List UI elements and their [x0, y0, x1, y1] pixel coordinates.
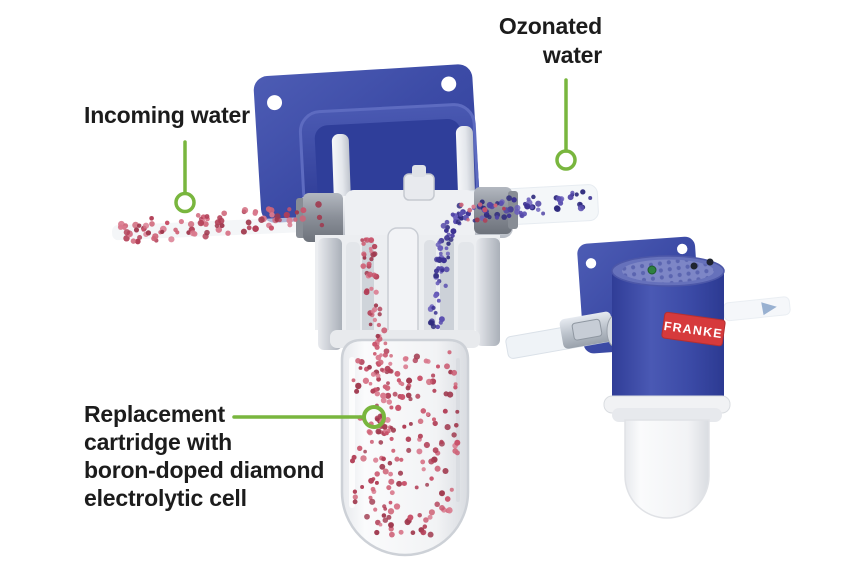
incoming-pipe — [112, 216, 314, 241]
ozonated-water-label-line: water — [542, 42, 602, 68]
small-outlet-pipe — [723, 296, 791, 322]
ozonated-callout-marker — [555, 149, 577, 171]
mounting-hole — [441, 76, 457, 92]
small-inlet-pipe — [505, 311, 615, 359]
ozone-generator-unit: FRANKE — [505, 236, 791, 519]
ozonated-water-label-line: Ozonated — [498, 13, 602, 39]
incoming-water-particles — [117, 201, 325, 245]
small-unit-cartridge — [603, 395, 731, 519]
ozonated-water-particles — [450, 189, 593, 226]
pipe-fitting — [303, 193, 343, 242]
internal-up-flow-particles — [427, 213, 460, 330]
incoming-water-label: Incoming water — [84, 102, 250, 128]
button-dark — [690, 262, 698, 270]
callouts — [174, 78, 577, 429]
cartridge-callout-marker — [362, 405, 386, 429]
ozonated-water-label: Ozonated water — [430, 12, 602, 70]
flow-arrow — [761, 302, 777, 316]
cartridge-label-line: boron-doped diamond — [84, 457, 325, 483]
button-dark — [706, 258, 714, 266]
brand-badge: FRANKE — [661, 311, 726, 347]
cartridge-label-line: electrolytic cell — [84, 485, 247, 511]
cartridge-label-line: cartridge with — [84, 429, 233, 455]
cartridge-fill-particles — [349, 350, 461, 538]
replacement-cartridge-label: Replacement cartridge with boron-doped d… — [84, 400, 324, 512]
stand-off-post — [455, 125, 476, 205]
top-port — [403, 173, 435, 201]
incoming-callout-marker — [174, 191, 196, 214]
internal-down-flow-particles — [360, 237, 394, 437]
center-tube — [387, 227, 419, 345]
status-led-green — [647, 265, 657, 275]
pipe-fitting — [474, 187, 512, 234]
mounting-hole — [585, 258, 597, 269]
mounting-hole — [267, 95, 283, 111]
cartridge-label-line: Replacement — [84, 401, 225, 427]
mounting-hole — [677, 243, 688, 255]
